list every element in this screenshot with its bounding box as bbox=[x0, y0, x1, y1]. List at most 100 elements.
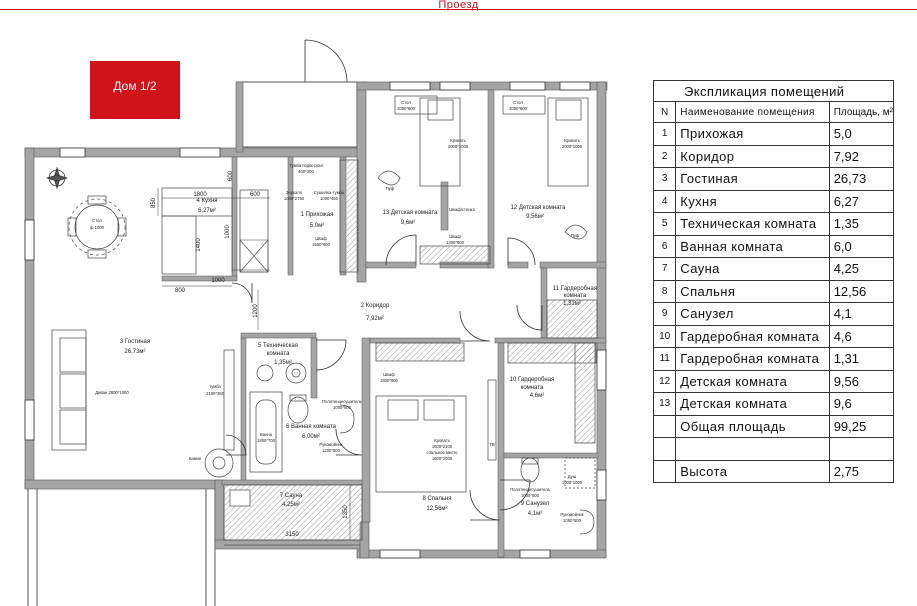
row-area: 5,0 bbox=[828, 122, 895, 146]
bed8-note: спальное место bbox=[427, 450, 459, 455]
table-label: Стол bbox=[92, 218, 102, 223]
row-number: 10 bbox=[652, 324, 677, 348]
room-11-name: 11 Гардеробная bbox=[553, 286, 597, 292]
row-name: Кухня bbox=[675, 189, 830, 213]
row-name: Техническая комната bbox=[675, 212, 830, 236]
room-7-name: 7 Сауна bbox=[280, 493, 303, 499]
row-number: 6 bbox=[652, 234, 677, 258]
dryer-size: 1000*450 bbox=[320, 196, 339, 201]
row-name: Прихожая bbox=[675, 122, 830, 146]
tv-label: ТВ bbox=[489, 442, 495, 447]
total-label: Общая площадь bbox=[675, 414, 830, 438]
row-name: Ванная комната bbox=[675, 234, 830, 258]
sink6-size: 1200*500 bbox=[322, 448, 341, 453]
desk13-label: Стол bbox=[401, 100, 411, 105]
room-5-area: 1,35м² bbox=[274, 360, 292, 366]
column-area: Площадь, м² bbox=[828, 101, 895, 123]
dim-850: 850 bbox=[151, 197, 157, 208]
table-title: Экспликация помещений bbox=[653, 80, 894, 102]
row-area: 1,35 bbox=[828, 212, 895, 236]
row-number: 13 bbox=[652, 392, 677, 416]
puf12-label: Пуф bbox=[571, 233, 580, 238]
room-12-area: 9,56м² bbox=[526, 214, 544, 220]
puf13-label: Пуф bbox=[386, 186, 395, 191]
compass-icon bbox=[45, 166, 69, 190]
row-area: 4,6 bbox=[828, 324, 895, 348]
towel9-label: Полотенцесушитель bbox=[510, 487, 551, 492]
shower9-label: Душ bbox=[568, 474, 577, 479]
room-2-name: 2 Коридор bbox=[361, 303, 390, 309]
dim-1400: 1400 bbox=[196, 238, 202, 252]
room-10-name-2: комната bbox=[521, 385, 544, 391]
row-area: 4,25 bbox=[828, 257, 895, 281]
partition-label: Шкаф/стенка bbox=[449, 207, 475, 212]
mirror-size: 1000*2750 bbox=[284, 196, 305, 201]
wardrobe8-label: Шкаф bbox=[383, 372, 395, 377]
row-number: 7 bbox=[652, 257, 677, 281]
bath-size: 1800*700 bbox=[257, 438, 276, 443]
bed13-label: Кровать bbox=[450, 138, 466, 143]
wardrobe8-size: 1800*600 bbox=[380, 378, 399, 383]
row-area: 6,0 bbox=[828, 234, 895, 258]
row-number: 3 bbox=[652, 167, 677, 191]
room-8-area: 12,56м² bbox=[426, 506, 447, 512]
desk13-size: 1000*600 bbox=[397, 106, 416, 111]
room-9-name: 9 Санузел bbox=[521, 501, 550, 507]
dim-1200: 1200 bbox=[253, 304, 259, 318]
row-area: 7,92 bbox=[828, 144, 895, 168]
dim-600a: 600 bbox=[250, 192, 261, 198]
windows bbox=[24, 81, 607, 559]
room-12-name: 12 Детская комната bbox=[511, 205, 567, 211]
mirror-label: Зеркало bbox=[286, 190, 303, 195]
doors bbox=[225, 39, 543, 521]
height-value: 2,75 bbox=[828, 459, 895, 483]
dim-1000b: 1000 bbox=[211, 278, 225, 284]
room-11-name-2: комната bbox=[564, 293, 587, 299]
shower9-size: 1000*1000 bbox=[562, 480, 583, 485]
room-5-name: 5 Техническая bbox=[258, 343, 298, 349]
tumba-shoes-label: Тумба подвесная bbox=[289, 163, 322, 168]
wardrobe13-size: 1300*600 bbox=[446, 240, 465, 245]
row-name: Гостиная bbox=[675, 167, 830, 191]
column-name: Наименование помещения bbox=[675, 101, 830, 123]
street-label: Проезд bbox=[438, 0, 479, 11]
row-number: 12 bbox=[652, 369, 677, 393]
towel9-size: 1000*500 bbox=[521, 493, 540, 498]
room-4-area: 6,27м² bbox=[198, 208, 216, 214]
bed8-size: 1600*2100 bbox=[432, 444, 453, 449]
fireplace-label: Камин bbox=[189, 456, 202, 461]
wardrobe1-label: Шкаф bbox=[315, 236, 327, 241]
row-name: Гардеробная комната bbox=[675, 324, 830, 348]
row-name: Санузел bbox=[675, 302, 830, 326]
desk12-label: Стол bbox=[513, 100, 523, 105]
street-line bbox=[0, 9, 917, 10]
towel6-label: Полотенцесушитель bbox=[322, 399, 363, 404]
sink6-label: Рукомойник bbox=[319, 442, 342, 447]
tumba-shoes-size: 400*300 bbox=[298, 169, 314, 174]
row-number: 5 bbox=[652, 212, 677, 236]
room-3-name: 3 Гостиная bbox=[120, 339, 150, 345]
row-area: 6,27 bbox=[828, 189, 895, 213]
dim-600b: 600 bbox=[228, 170, 234, 181]
room-11-area: 1,31м² bbox=[563, 301, 581, 307]
dim-1000: 1000 bbox=[225, 225, 231, 239]
sink9-size: 1050*500 bbox=[563, 518, 582, 523]
house-badge bbox=[90, 61, 180, 119]
wardrobe1-size: 1500*600 bbox=[312, 242, 331, 247]
bed8-label: Кровать bbox=[434, 438, 450, 443]
wardrobe13-label: Шкаф bbox=[449, 234, 461, 239]
room-6-name: 6 Ванная комната bbox=[286, 424, 337, 430]
dimension-lines bbox=[157, 188, 360, 546]
bath-label: Ванна bbox=[260, 432, 273, 437]
row-area: 12,56 bbox=[828, 279, 895, 303]
row-area: 4,1 bbox=[828, 302, 895, 326]
row-number: 2 bbox=[652, 144, 677, 168]
